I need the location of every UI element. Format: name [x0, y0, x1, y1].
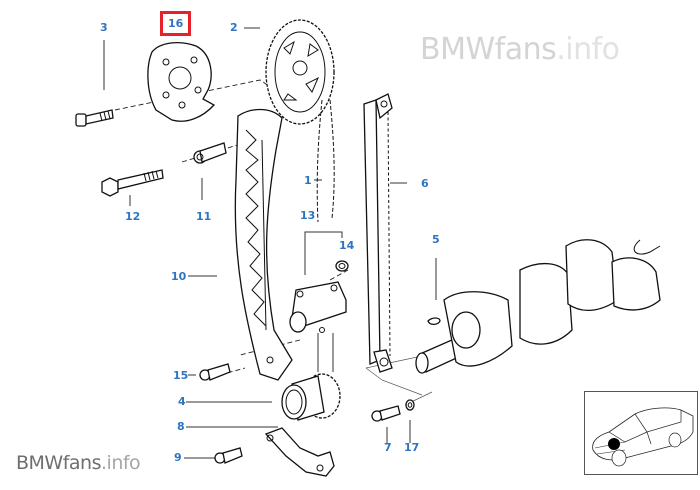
part-6-guide-rail[interactable]	[363, 93, 393, 373]
part-8-bracket[interactable]	[264, 427, 335, 477]
part-4-crank-sprocket[interactable]	[281, 373, 341, 421]
part-16-cover-plate[interactable]	[147, 41, 216, 122]
callout-7[interactable]: 7	[384, 441, 392, 454]
callout-2[interactable]: 2	[230, 21, 238, 34]
callout-8[interactable]: 8	[177, 420, 185, 433]
callout-15[interactable]: 15	[173, 369, 189, 382]
callout-3[interactable]: 3	[100, 21, 108, 34]
callout-11[interactable]: 11	[196, 210, 212, 223]
part-9-bolt[interactable]	[214, 447, 243, 464]
leader-lines	[103, 27, 437, 459]
part-10-tensioner-rail[interactable]	[234, 108, 293, 381]
callout-6[interactable]: 6	[421, 177, 429, 190]
part-17-washer[interactable]	[405, 399, 415, 411]
callout-5[interactable]: 5	[432, 233, 440, 246]
callout-4[interactable]: 4	[178, 395, 186, 408]
car-icon	[592, 407, 694, 467]
part-2-cam-sprocket[interactable]	[265, 19, 335, 125]
callout-9[interactable]: 9	[174, 451, 182, 464]
callout-17[interactable]: 17	[404, 441, 420, 454]
part-15-bolt[interactable]	[199, 363, 231, 381]
callout-13[interactable]: 13	[300, 209, 316, 222]
watermark-brand: BMWfans	[16, 452, 102, 474]
part-12-bolt[interactable]	[101, 169, 164, 197]
callout-10[interactable]: 10	[171, 270, 187, 283]
watermark-top: BMWfans.info	[420, 32, 620, 67]
part-5-crankshaft[interactable]	[415, 239, 661, 374]
part-11-bushing[interactable]	[193, 142, 227, 164]
location-marker	[608, 438, 620, 450]
callout-16-selected[interactable]: 16	[160, 11, 192, 36]
callout-12[interactable]: 12	[125, 210, 141, 223]
vehicle-locator[interactable]	[584, 391, 698, 475]
watermark-ext: .info	[556, 32, 620, 67]
part-1-chain[interactable]	[316, 99, 335, 223]
watermark-bottom: BMWfans.info	[16, 452, 141, 474]
part-3-bolt[interactable]	[75, 109, 114, 127]
part-14-seal-ring[interactable]	[335, 260, 349, 272]
watermark-ext: .info	[101, 452, 141, 474]
callout-14[interactable]: 14	[339, 239, 355, 252]
callout-1[interactable]: 1	[304, 174, 312, 187]
watermark-brand: BMWfans	[420, 32, 557, 67]
part-13-tensioner[interactable]	[289, 281, 347, 333]
part-7-bolt[interactable]	[371, 405, 401, 422]
